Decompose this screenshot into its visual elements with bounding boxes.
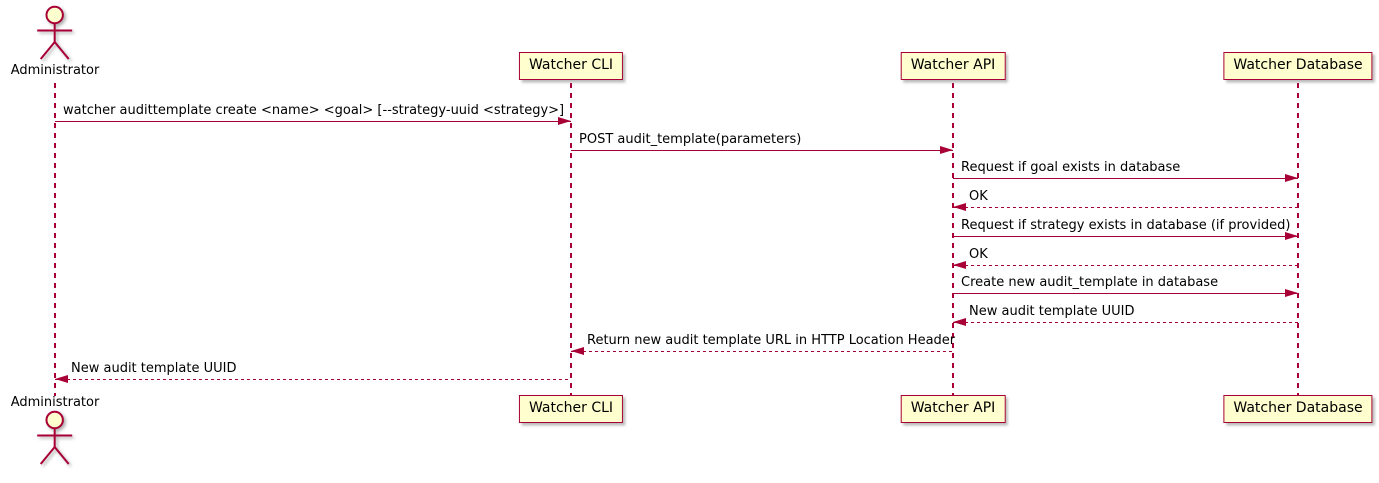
actor-label: Administrator [10,63,100,78]
lifeline-watcher-api [952,83,954,396]
message-label-6: OK [969,247,988,262]
message-line-1 [55,121,571,123]
message-line-4 [953,207,1298,209]
message-line-2 [571,150,953,152]
lifeline-watcher-cli [570,83,572,396]
participant-watcher-api-top: Watcher API [900,52,1006,80]
message-label-10: New audit template UUID [71,361,237,376]
arrowhead-icon [953,203,966,212]
actor-icon [37,410,73,465]
arrowhead-icon [1285,232,1298,241]
actor-label: Administrator [10,395,100,410]
arrowhead-icon [558,117,571,126]
arrowhead-icon [571,347,584,356]
participant-watcher-cli-top: Watcher CLI [518,52,624,80]
message-line-10 [55,379,571,381]
arrowhead-icon [55,375,68,384]
message-label-4: OK [969,189,988,204]
arrowhead-icon [1285,289,1298,298]
message-label-5: Request if strategy exists in database (… [961,218,1291,233]
message-label-1: watcher audittemplate create <name> <goa… [63,103,565,118]
arrowhead-icon [953,261,966,270]
actor-administrator-bottom: Administrator [10,395,100,468]
arrowhead-icon [940,146,953,155]
arrowhead-icon [953,318,966,327]
lifeline-administrator [54,83,56,396]
message-line-6 [953,265,1298,267]
message-line-8 [953,322,1298,324]
actor-icon [37,5,73,60]
actor-administrator-top: Administrator [10,5,100,78]
participant-watcher-api-bottom: Watcher API [900,395,1006,423]
message-line-7 [953,293,1298,295]
participant-watcher-database-bottom: Watcher Database [1223,395,1373,423]
message-line-9 [571,351,953,353]
message-line-3 [953,178,1298,180]
participant-watcher-database-top: Watcher Database [1223,52,1373,80]
message-label-9: Return new audit template URL in HTTP Lo… [587,333,956,348]
participant-watcher-cli-bottom: Watcher CLI [518,395,624,423]
arrowhead-icon [1285,174,1298,183]
message-label-7: Create new audit_template in database [961,275,1219,290]
message-label-2: POST audit_template(parameters) [579,132,802,147]
message-label-8: New audit template UUID [969,304,1135,319]
message-line-5 [953,236,1298,238]
message-label-3: Request if goal exists in database [961,160,1181,175]
